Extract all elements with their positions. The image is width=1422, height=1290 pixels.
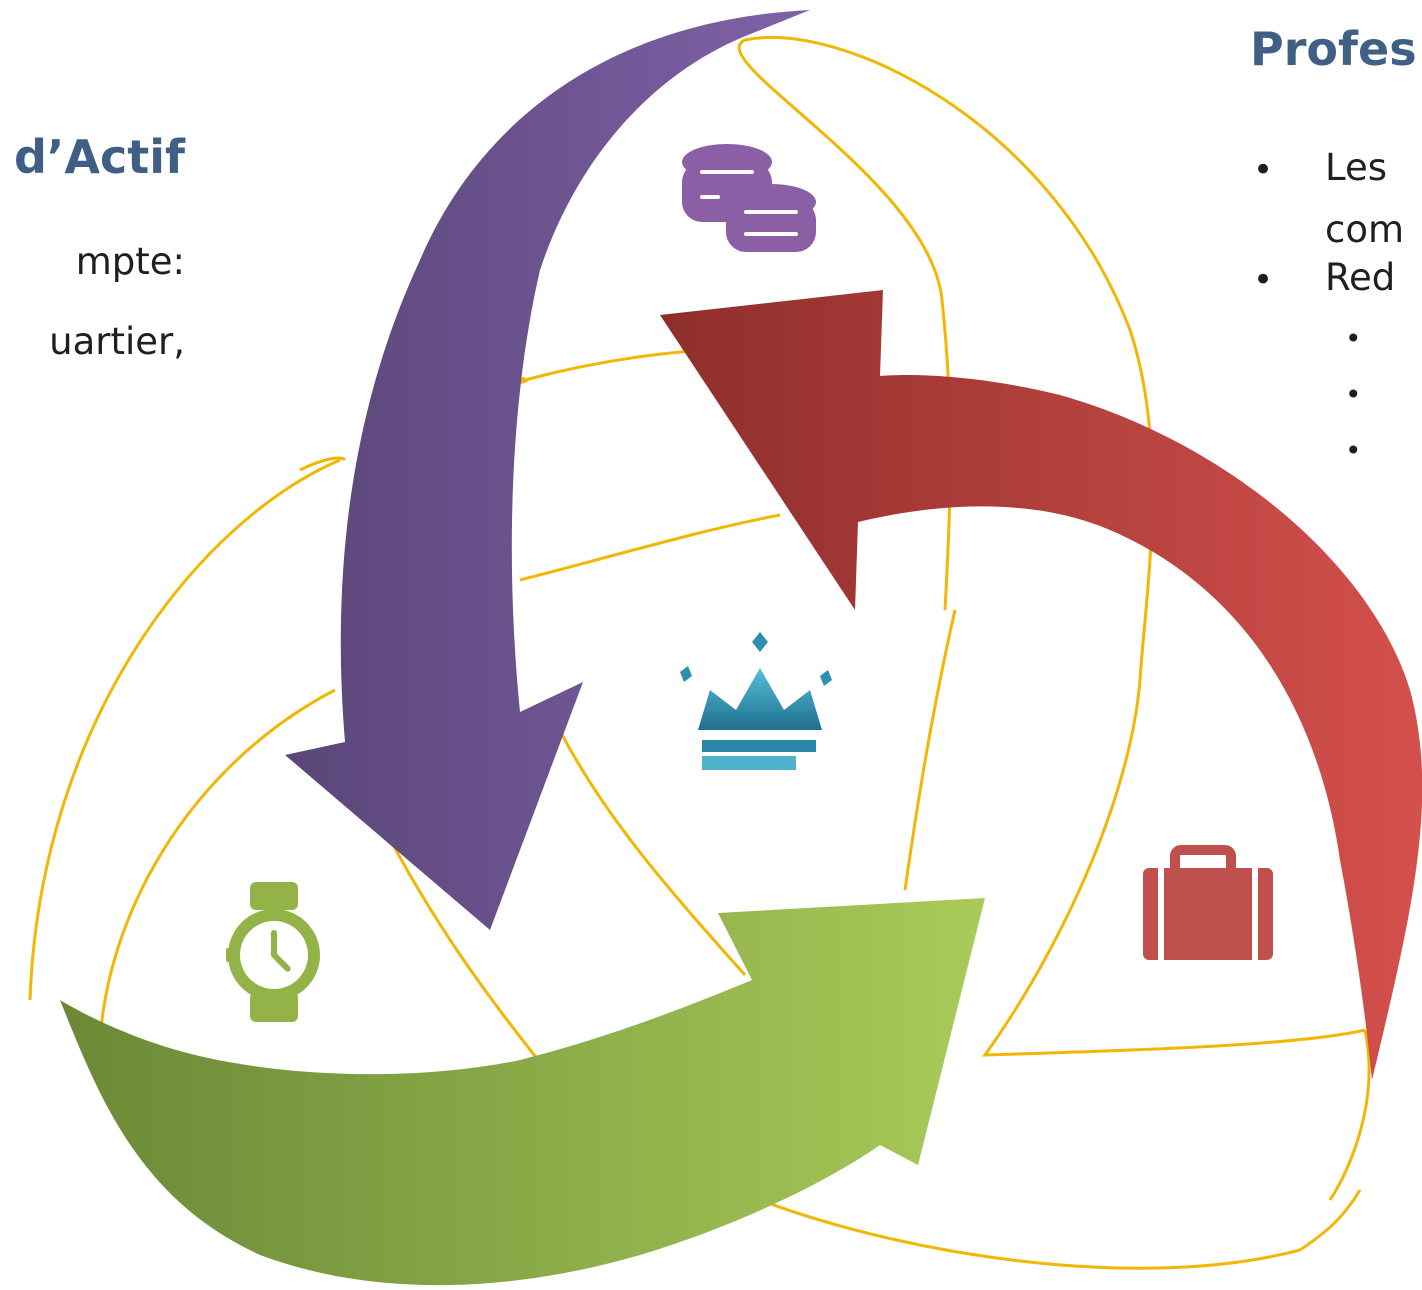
red-arrow <box>660 290 1422 1080</box>
left-panel-line-1: mpte: <box>75 240 185 283</box>
band-lower <box>519 513 781 582</box>
bottom-loop-right <box>1299 1189 1362 1252</box>
right-loop-inner <box>982 679 1366 1057</box>
right-panel-line-1: Les <box>1325 146 1388 189</box>
purple-arrow <box>285 10 810 930</box>
outline-loops <box>28 35 1371 1270</box>
right-subbullet-1: • <box>1345 322 1362 355</box>
right-subbullet-3: • <box>1345 434 1362 467</box>
cross-left <box>373 809 552 1076</box>
left-loop-outer <box>28 458 341 1001</box>
top-loop-outer-right <box>744 35 1154 681</box>
right-subbullet-2: • <box>1345 378 1362 411</box>
cross-center <box>543 699 747 977</box>
green-arrow <box>60 898 985 1286</box>
right-panel-line-2: com <box>1325 208 1405 251</box>
watch-icon <box>226 882 320 1022</box>
coins-icon <box>682 144 816 252</box>
left-panel-title: d’Actif <box>13 130 185 184</box>
top-loop-inner-right <box>737 38 952 611</box>
left-loop-inner <box>98 688 336 1041</box>
left-loop-top <box>299 456 347 472</box>
bottom-loop <box>759 1198 1301 1270</box>
right-loop-outer <box>1328 1029 1371 1201</box>
briefcase-icon <box>1143 845 1273 960</box>
crown-icon <box>680 632 832 770</box>
cross-right-vertical <box>903 609 957 891</box>
right-bullet-2: • <box>1253 260 1274 300</box>
right-panel-line-3: Red <box>1325 256 1396 299</box>
right-panel-title: Profes <box>1250 22 1417 76</box>
right-bullet-1: • <box>1253 150 1274 190</box>
left-panel-line-2: uartier, <box>49 320 185 363</box>
